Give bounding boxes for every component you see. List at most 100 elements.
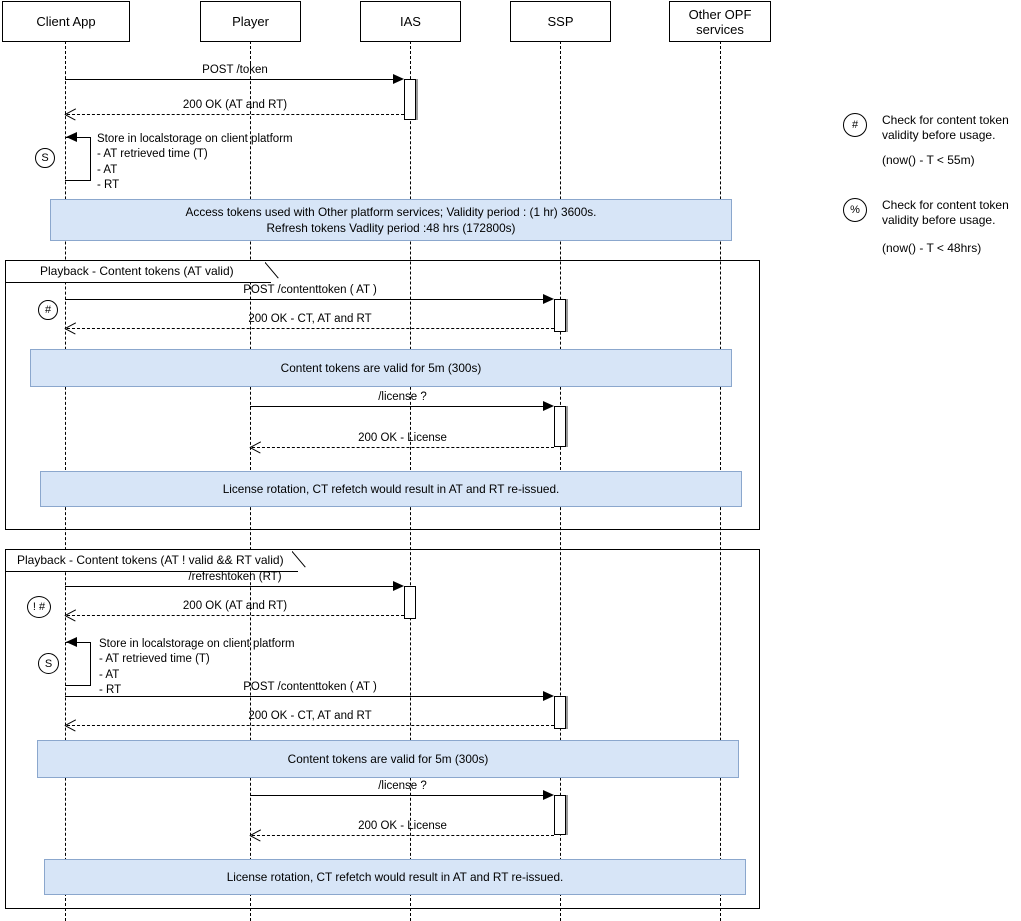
legend-marker-percent: % [843, 198, 867, 222]
message-line-m7 [65, 586, 395, 587]
fragment-tab-at-valid [6, 261, 271, 283]
message-arrowhead-m7 [393, 581, 404, 591]
message-label-m12: 200 OK - License [358, 820, 447, 832]
self-message-item-1-0: - AT retrieved time (T) [97, 148, 208, 161]
marker-not-hash-fragment-2: ! # [27, 596, 51, 618]
message-arrowhead-m8 [65, 610, 76, 621]
legend-glyph-percent: % [850, 204, 860, 216]
note-ct-valid-2: Content tokens are valid for 5m (300s) [37, 740, 739, 778]
self-message-arrowhead-2 [66, 637, 77, 647]
message-arrowhead-m10 [65, 720, 76, 731]
participant-label-client-app: Client App [36, 14, 96, 29]
note-access-tokens-line-1: Refresh tokens Vadlity period :48 hrs (1… [266, 221, 516, 235]
participant-label-other-opf: Other OPF services [688, 6, 752, 37]
self-message-arrowhead-1 [66, 132, 77, 142]
message-line-m1 [65, 79, 395, 80]
message-arrowhead-m12 [250, 830, 261, 841]
self-message-title-2: Store in localstorage on client platform [99, 638, 295, 650]
message-label-m4: 200 OK - CT, AT and RT [248, 313, 372, 325]
note-license-rotation-2: License rotation, CT refetch would resul… [44, 859, 746, 895]
self-message-text-1: Store in localstorage on client platform… [97, 132, 293, 193]
message-arrowhead-m11 [543, 790, 554, 800]
legend-marker-hash: # [843, 113, 867, 137]
fragment-tab-at-invalid [6, 550, 298, 572]
fragment-label-at-valid: Playback - Content tokens (AT valid) [40, 264, 234, 278]
self-message-text-2: Store in localstorage on client platform… [99, 637, 295, 698]
message-line-m3 [65, 299, 545, 300]
self-message-loop-2 [65, 642, 91, 686]
message-line-m12 [252, 835, 554, 836]
activation-ssp-4 [554, 795, 566, 835]
activation-ssp-3 [554, 696, 566, 729]
message-line-m9 [65, 696, 545, 697]
participant-label-ssp: SSP [547, 14, 574, 29]
self-message-item-1-2: - RT [97, 178, 120, 191]
message-label-m8: 200 OK (AT and RT) [182, 600, 288, 612]
note-access-tokens-line-0: Access tokens used with Other platform s… [185, 205, 597, 219]
message-label-m5: /license ? [378, 391, 427, 403]
activation-ssp-2 [554, 406, 566, 447]
participant-label-ias: IAS [400, 14, 421, 29]
participant-ssp[interactable]: SSP [510, 1, 611, 42]
participant-client-app[interactable]: Client App [2, 1, 130, 42]
participant-other-opf[interactable]: Other OPF services [669, 1, 771, 42]
message-arrowhead-m5 [543, 401, 554, 411]
activation-ssp-1 [554, 299, 566, 332]
message-label-m1: POST /token [202, 64, 268, 76]
message-line-m11 [250, 795, 545, 796]
fragment-tab-cut-at-invalid [292, 550, 310, 572]
message-line-m10 [67, 725, 554, 726]
message-label-m10: 200 OK - CT, AT and RT [248, 710, 372, 722]
note-access-tokens: Access tokens used with Other platform s… [50, 199, 732, 241]
message-arrowhead-m2 [65, 109, 76, 120]
fragment-at-valid [5, 260, 760, 530]
marker-hash-fragment-1: # [38, 300, 58, 320]
legend-text-hash: Check for content token validity before … [882, 113, 1009, 142]
legend-condition-percent: (now() - T < 48hrs) [882, 241, 982, 255]
message-arrowhead-m6 [250, 442, 261, 453]
note-license-rotation-1: License rotation, CT refetch would resul… [40, 471, 742, 507]
self-message-item-2-0: - AT retrieved time (T) [99, 653, 210, 666]
legend-text-percent: Check for content token validity before … [882, 198, 1009, 227]
fragment-at-invalid [5, 549, 760, 909]
self-message-item-2-1: - AT [99, 668, 120, 681]
message-label-m7: /refreshtoken (RT) [188, 571, 282, 583]
message-line-m5 [250, 406, 545, 407]
note-license-rotation-1-line-0: License rotation, CT refetch would resul… [222, 482, 560, 496]
message-line-m2 [67, 114, 404, 115]
note-license-rotation-2-line-0: License rotation, CT refetch would resul… [226, 870, 564, 884]
message-label-m2: 200 OK (AT and RT) [182, 99, 288, 111]
message-arrowhead-m4 [65, 323, 76, 334]
message-label-m11: /license ? [378, 780, 427, 792]
fragment-tab-cut-at-valid [265, 261, 283, 283]
message-arrowhead-m3 [543, 294, 554, 304]
message-label-m6: 200 OK - License [358, 432, 447, 444]
activation-ias-2 [404, 586, 416, 619]
message-arrowhead-m9 [543, 691, 554, 701]
self-message-item-2-2: - RT [99, 683, 122, 696]
message-line-m4 [67, 328, 554, 329]
self-message-item-1-1: - AT [97, 163, 118, 176]
participant-player[interactable]: Player [200, 1, 301, 42]
legend-condition-hash: (now() - T < 55m) [882, 153, 975, 167]
self-message-title-1: Store in localstorage on client platform [97, 133, 293, 145]
message-arrowhead-m1 [393, 74, 404, 84]
note-ct-valid-1: Content tokens are valid for 5m (300s) [30, 349, 732, 387]
note-ct-valid-1-line-0: Content tokens are valid for 5m (300s) [280, 361, 482, 375]
self-message-loop-1 [65, 137, 91, 181]
marker-glyph-s-1: S [41, 152, 49, 164]
message-line-m6 [252, 447, 554, 448]
activation-ias-1 [404, 79, 416, 120]
message-label-m3: POST /contenttoken ( AT ) [243, 284, 377, 296]
marker-glyph-s-2: S [44, 657, 53, 670]
participant-label-player: Player [232, 14, 269, 29]
participant-ias[interactable]: IAS [360, 1, 461, 42]
fragment-label-at-invalid: Playback - Content tokens (AT ! valid &&… [17, 553, 284, 567]
note-ct-valid-2-line-0: Content tokens are valid for 5m (300s) [287, 752, 489, 766]
message-label-m9: POST /contenttoken ( AT ) [243, 681, 377, 693]
message-line-m8 [67, 615, 404, 616]
legend-glyph-hash: # [851, 119, 859, 131]
marker-store-2: S [38, 653, 59, 674]
marker-glyph-not-hash: ! # [32, 601, 46, 613]
